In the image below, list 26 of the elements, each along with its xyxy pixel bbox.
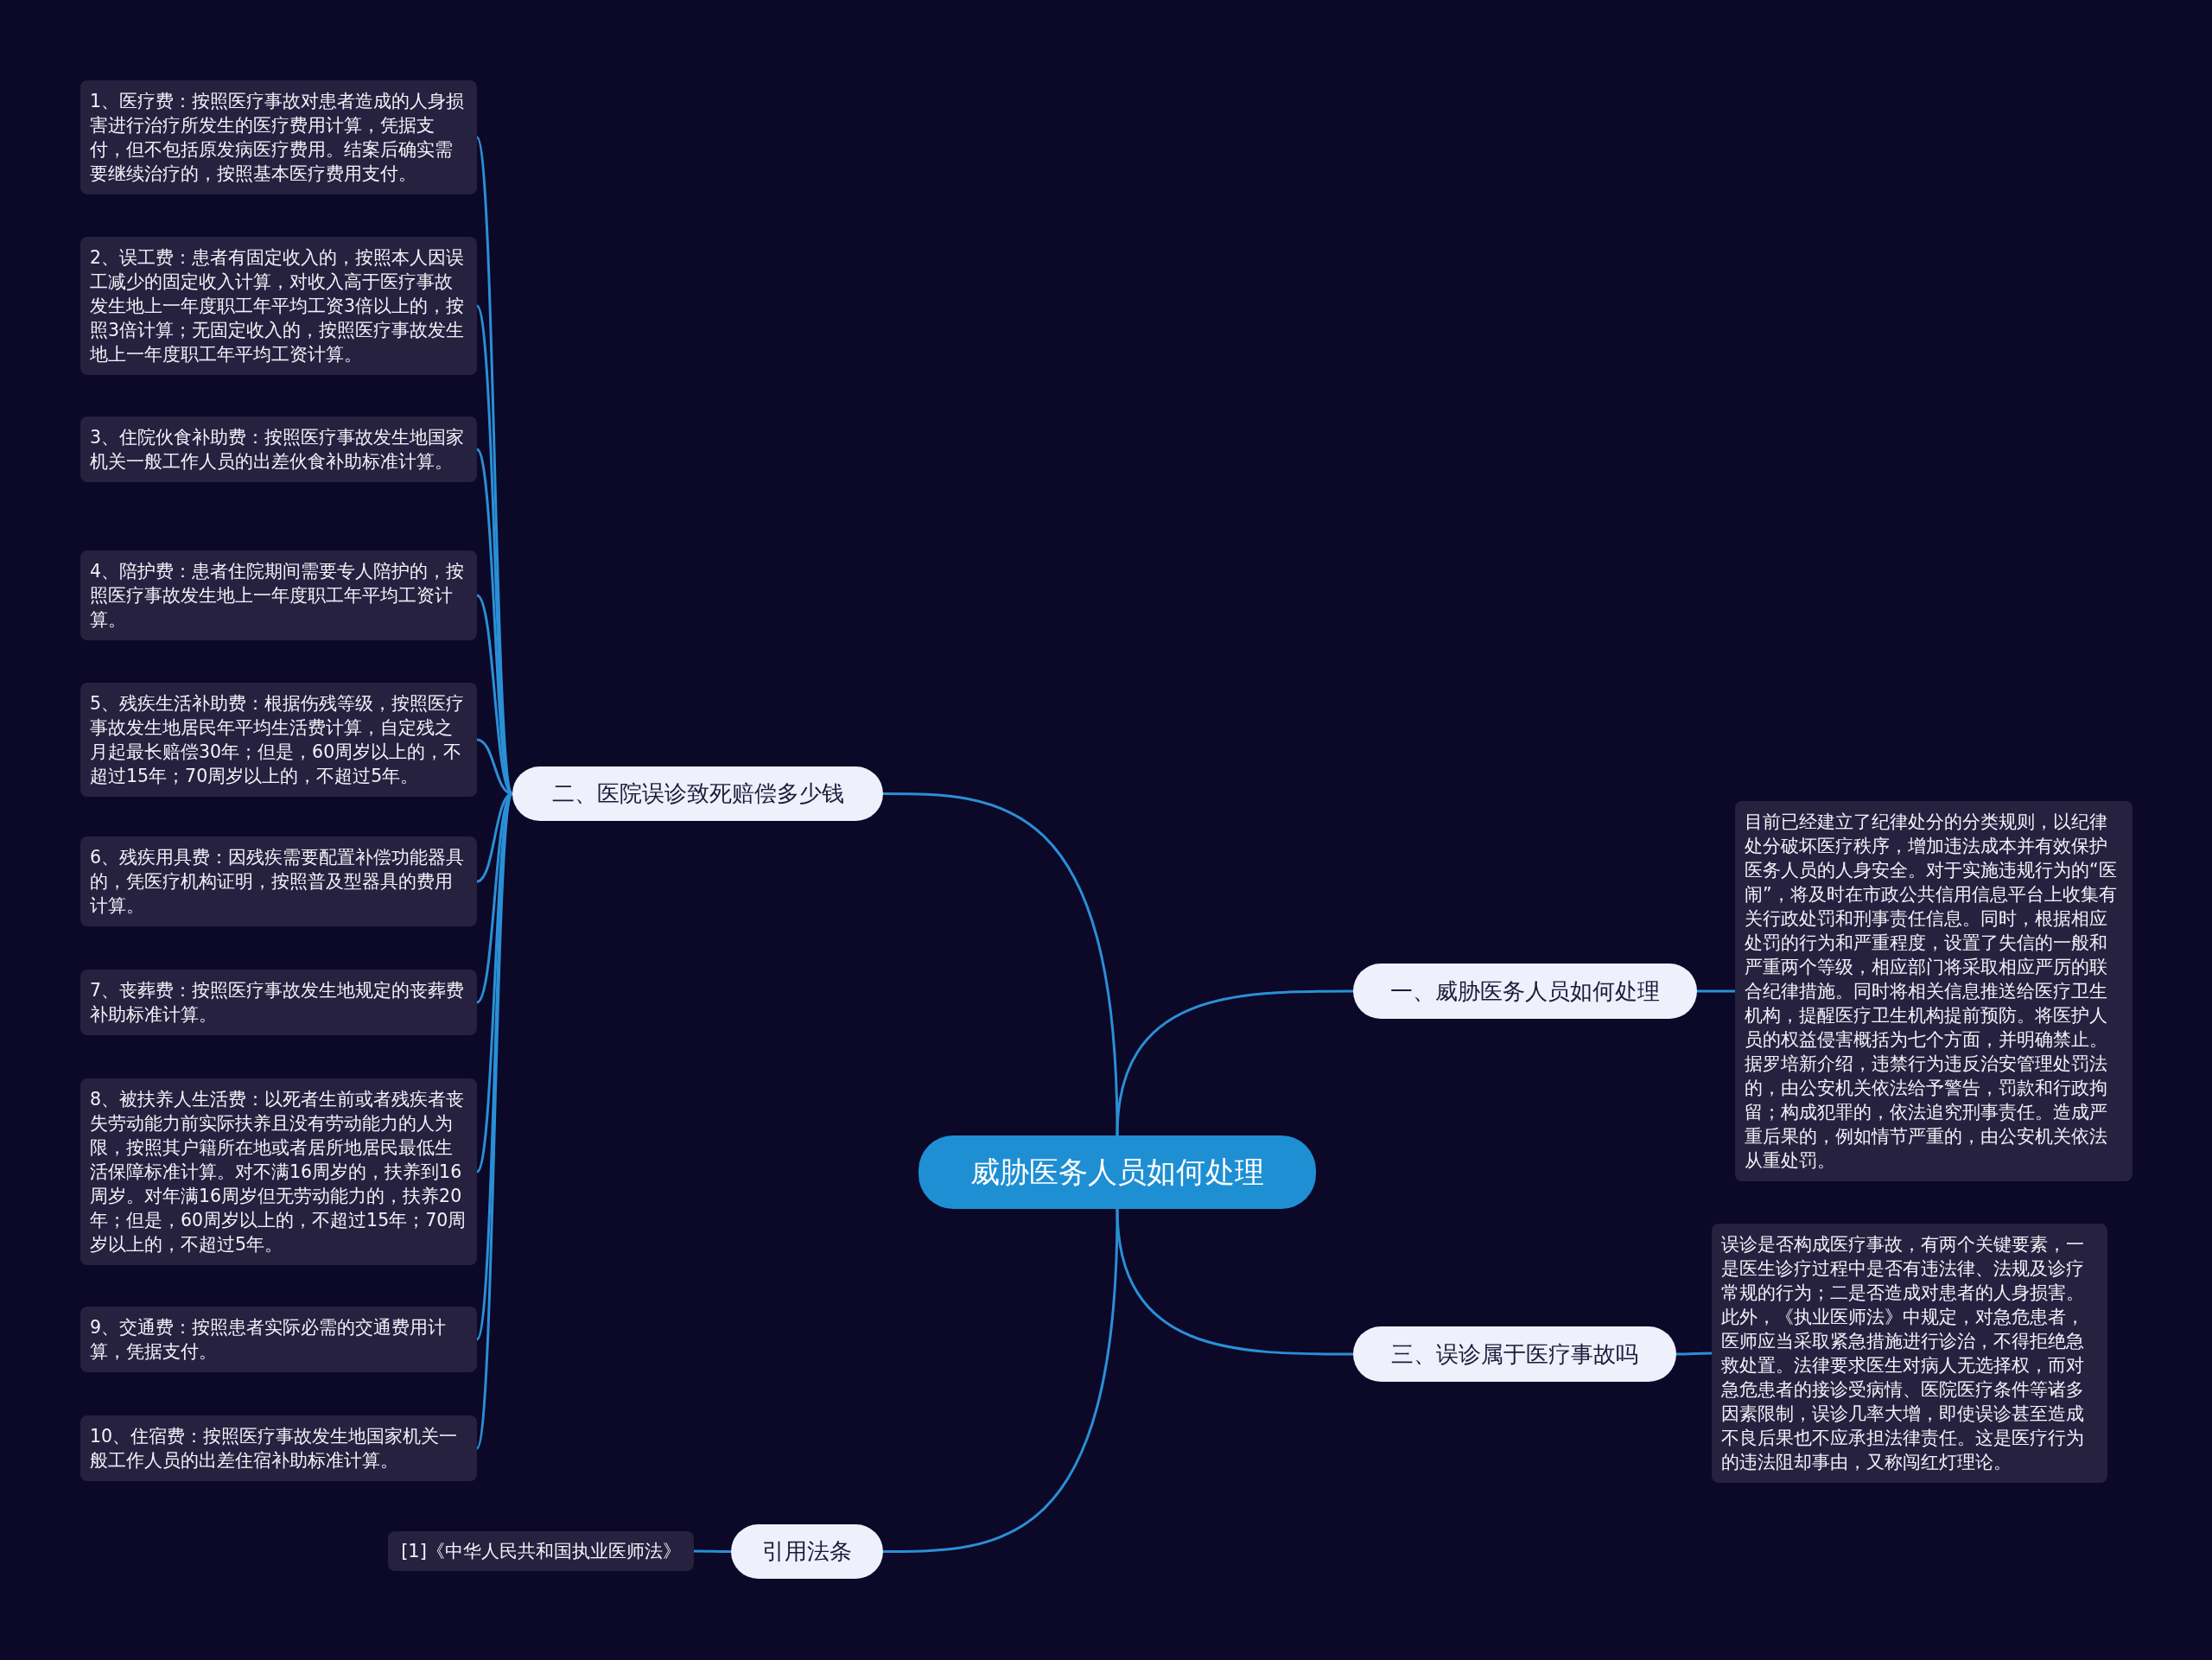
- connector-line: [1697, 989, 1735, 993]
- text-card: 7、丧葬费：按照医疗事故发生地规定的丧葬费补助标准计算。: [80, 970, 477, 1035]
- citation-card: [1]《中华人民共和国执业医师法》: [388, 1531, 694, 1571]
- text-card: 目前已经建立了纪律处分的分类规则，以纪律处分破坏医疗秩序，增加违法成本并有效保护医务人员的人身安全。对于实施违规行为的“医闹”，将及时在市政公共信用信息平台上收集有关行政处罚和刑事责任信息。同时，根据相应处罚的行为和严重程度，设置了失信的一般和严重两个等级，相应部门将采取相应严厉的联合纪律措施。同时将相关信息推送给医疗卫生机构，提醒医疗卫生机构提前预防。将医护人员的权益侵害概括为七个方面，并明确禁止。据罗培新介绍，违禁行为违反治安管理处罚法的，由公安机关依法给予警告，罚款和行政拘留；构成犯罪的，依法追究刑事责任。造成严重后果的，例如情节严重的，由公安机关依法从重处罚。: [1735, 801, 2133, 1181]
- text-card: 3、住院伙食补助费：按照医疗事故发生地国家机关一般工作人员的出差伙食补助标准计算。: [80, 417, 477, 482]
- text-card: 误诊是否构成医疗事故，有两个关键要素，一是医生诊疗过程中是否有违法律、法规及诊疗常规的行为；二是否造成对患者的人身损害。此外，《执业医师法》中规定，对急危患者，医师应当采取紧急措施进行诊治，不得拒绝急救处置。法律要求医生对病人无选择权，而对急危患者的接诊受病情、医院医疗条件等诸多因素限制，误诊几率大增，即使误诊甚至造成不良后果也不应承担法律责任。这是医疗行为的违法阻却事由，又称闯红灯理论。: [1712, 1224, 2107, 1483]
- connector-line: [1676, 1352, 1712, 1356]
- text-card: 9、交通费：按照患者实际必需的交通费用计算，凭据支付。: [80, 1307, 477, 1372]
- central-topic: 威胁医务人员如何处理: [918, 1135, 1316, 1209]
- text-card: 6、残疾用具费：因残疾需要配置补偿功能器具的，凭医疗机构证明，按照普及型器具的费用计算。: [80, 836, 477, 926]
- branch-topic: 二、医院误诊致死赔偿多少钱: [512, 766, 883, 821]
- text-card: 5、残疾生活补助费：根据伤残等级，按照医疗事故发生地居民年平均生活费计算，自定残之月起最长赔偿30年；但是，60周岁以上的，不超过15年；70周岁以上的，不超过5年。: [80, 683, 477, 797]
- connector-line: [883, 1208, 1119, 1553]
- branch-topic: 三、误诊属于医疗事故吗: [1353, 1326, 1676, 1382]
- text-card: 1、医疗费：按照医疗事故对患者造成的人身损害进行治疗所发生的医疗费用计算，凭据支付，但不包括原发病医疗费用。结案后确实需要继续治疗的，按照基本医疗费用支付。: [80, 80, 477, 194]
- branch-topic: 一、威胁医务人员如何处理: [1353, 964, 1697, 1019]
- connector-line: [1116, 1208, 1353, 1356]
- text-card: 2、误工费：患者有固定收入的，按照本人因误工减少的固定收入计算，对收入高于医疗事故发生地上一年度职工年平均工资3倍以上的，按照3倍计算；无固定收入的，按照医疗事故发生地上一年度职工年平均工资计算。: [80, 237, 477, 375]
- text-card: 10、住宿费：按照医疗事故发生地国家机关一般工作人员的出差住宿补助标准计算。: [80, 1415, 477, 1481]
- connector-line: [694, 1549, 731, 1553]
- branch-topic: 引用法条: [731, 1524, 883, 1579]
- text-card: 8、被扶养人生活费：以死者生前或者残疾者丧失劳动能力前实际扶养且没有劳动能力的人为限，按照其户籍所在地或者居所地居民最低生活保障标准计算。对不满16周岁的，扶养到16周岁。对年满16周岁但无劳动能力的，扶养20年；但是，60周岁以上的，不超过15年；70周岁以上的，不超过5年。: [80, 1078, 477, 1265]
- connector-line: [883, 792, 1119, 1136]
- connector-line: [475, 793, 514, 1449]
- connector-line: [1116, 989, 1353, 1136]
- text-card: 4、陪护费：患者住院期间需要专人陪护的，按照医疗事故发生地上一年度职工年平均工资计算。: [80, 550, 477, 640]
